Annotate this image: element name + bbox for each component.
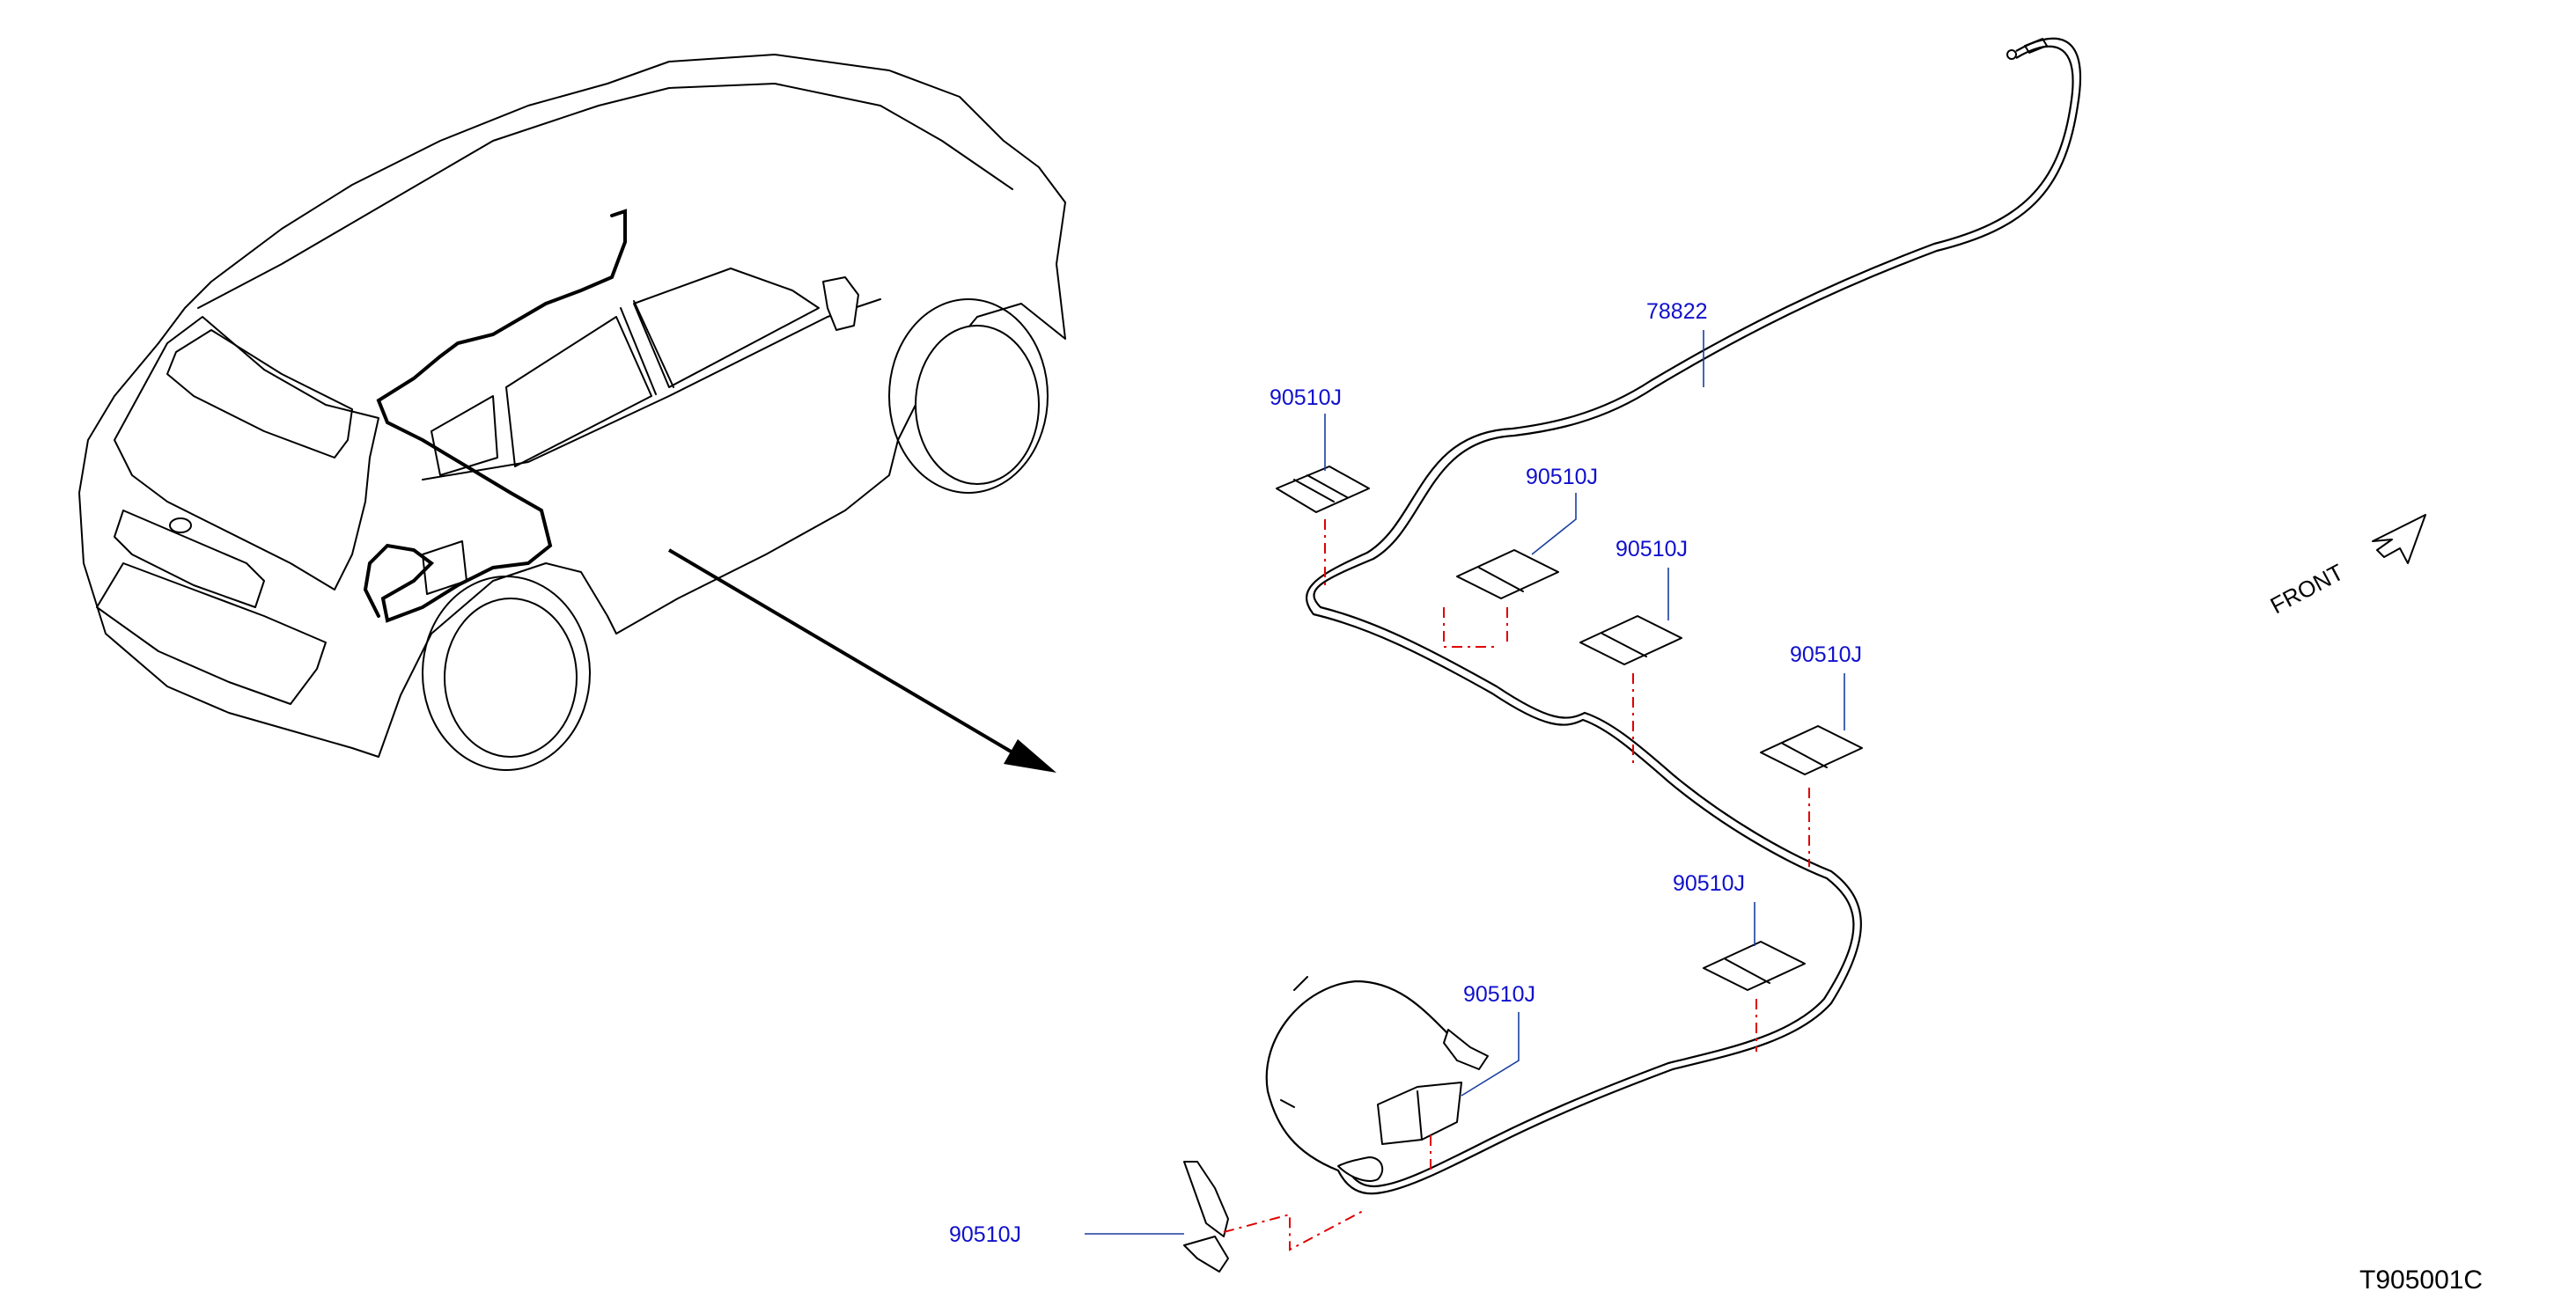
clip-a[interactable]: [1276, 466, 1370, 513]
release-cable-outer: [1265, 37, 2082, 1195]
leader-clip-f: [1461, 1012, 1520, 1097]
callout-clip-b[interactable]: 90510J: [1526, 465, 1598, 489]
front-indicator: FRONT: [2266, 514, 2426, 620]
vehicle-rear-window: [166, 329, 353, 459]
vehicle-b-pillar: [620, 307, 657, 395]
clip-c[interactable]: [1579, 615, 1682, 665]
clip-f[interactable]: [1377, 1082, 1462, 1145]
clip-a-fold: [1293, 479, 1335, 503]
clip-b-body: [1456, 549, 1559, 599]
clip-d[interactable]: [1760, 725, 1863, 775]
clip-e-body: [1703, 941, 1806, 991]
clip-f-fold: [1417, 1090, 1423, 1141]
clip-a-body: [1276, 466, 1370, 513]
vehicle-rear-wheel-arch: [422, 576, 591, 771]
vehicle-roof: [197, 83, 1013, 309]
cable-assembly: [1265, 37, 2082, 1195]
vehicle-rear-bumper: [96, 562, 327, 705]
clip-b-fold: [1478, 567, 1524, 592]
clip-e[interactable]: [1703, 941, 1806, 991]
vehicle-front-tire: [915, 325, 1040, 485]
cable-grommet-marks: [1280, 976, 1308, 1108]
clip-g[interactable]: [1183, 1161, 1229, 1273]
cable-loop-clip: [1337, 1156, 1384, 1182]
callout-clip-a[interactable]: 90510J: [1270, 385, 1342, 410]
release-handle-connector: [1443, 1029, 1489, 1070]
clip-c-fold: [1601, 633, 1647, 657]
front-arrow-icon: [2372, 514, 2426, 564]
clip-g-upper: [1183, 1161, 1229, 1237]
callout-clip-d[interactable]: 90510J: [1790, 642, 1862, 667]
front-label: FRONT: [2266, 559, 2348, 620]
centerline-clip-g: [1223, 1209, 1365, 1251]
callout-clip-c[interactable]: 90510J: [1616, 537, 1688, 561]
vehicle-side-window-front: [633, 268, 820, 388]
direction-arrow-head: [1004, 739, 1056, 773]
vehicle-plate-recess: [114, 510, 265, 608]
vehicle-b-pillar-edge: [633, 300, 674, 388]
clip-c-body: [1579, 615, 1682, 665]
direction-arrow-shaft: [667, 548, 1014, 754]
vehicle-illustration: [78, 54, 1066, 773]
leader-clip-b: [1531, 493, 1577, 555]
clip-a-fold-2: [1306, 474, 1348, 498]
assembly-centerlines: [1223, 519, 1810, 1251]
cable-end-fitting: [2024, 38, 2048, 54]
clip-g-lower: [1183, 1236, 1229, 1273]
vehicle-emblem: [169, 517, 192, 533]
vehicle-side-mirror: [822, 276, 859, 331]
cable-end-eyelet: [2006, 49, 2017, 60]
vehicle-rear-hatch: [114, 316, 379, 591]
release-cable-inner: [1306, 45, 2074, 1188]
clip-d-body: [1760, 725, 1863, 775]
vehicle-cable-route: [363, 209, 627, 623]
vehicle-side-window-middle: [505, 316, 652, 467]
vehicle-rear-tire: [444, 598, 578, 758]
callout-clip-g[interactable]: 90510J: [949, 1222, 1021, 1247]
figure-code: T905001C: [2359, 1266, 2483, 1295]
callout-cable[interactable]: 78822: [1646, 299, 1708, 324]
clip-b[interactable]: [1456, 549, 1559, 599]
callouts: 78822 90510J 90510J 90510J 90510J 90510J…: [949, 299, 1862, 1247]
clip-d-fold: [1782, 743, 1828, 768]
vehicle-front-wheel-arch: [888, 298, 1049, 494]
callout-clip-f[interactable]: 90510J: [1463, 982, 1535, 1007]
callout-clip-e[interactable]: 90510J: [1673, 871, 1745, 896]
clip-e-fold: [1725, 958, 1770, 984]
centerline-clip-b: [1443, 607, 1508, 648]
vehicle-side-window-rear: [431, 395, 498, 476]
